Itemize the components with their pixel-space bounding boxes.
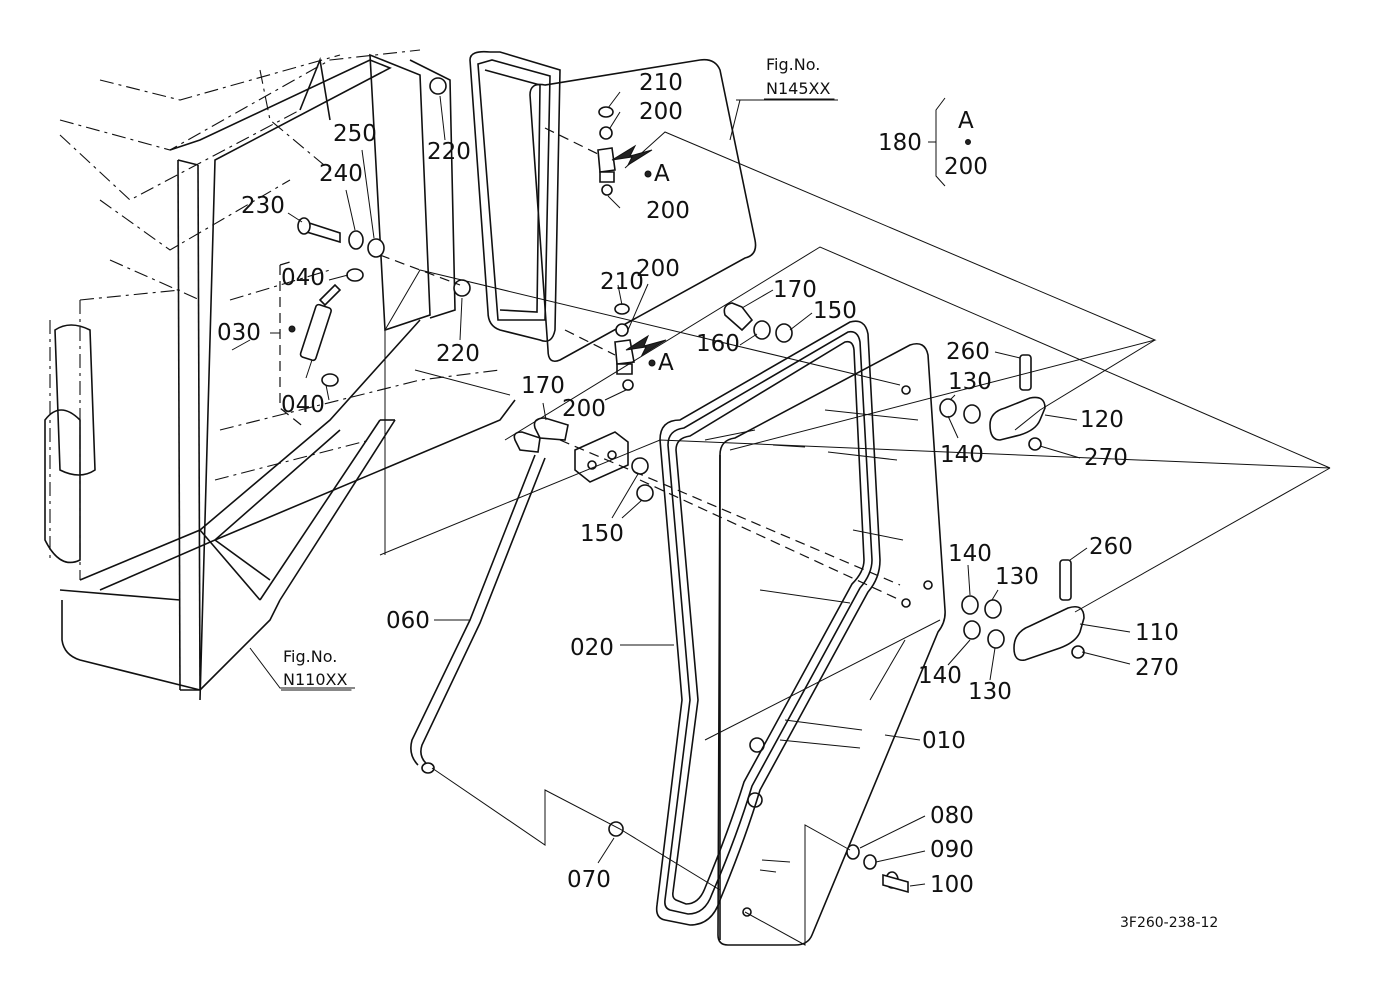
part-label-260a: 260 [946,339,990,365]
rear-window [469,50,757,363]
part-label-240: 240 [319,161,363,187]
part-label-110: 110 [1135,620,1179,646]
callout-a-lower: A [658,350,674,376]
fig-ref-top: Fig.No. N145XX [764,55,835,100]
part-label-250: 250 [333,121,377,147]
fig-ref-bottom-number: N110XX [283,670,347,689]
gas-strut-030 [279,261,364,429]
callout-a-upper: A [654,161,670,187]
part-label-140a: 140 [940,442,984,468]
fig-ref-bottom: Fig.No. N110XX [281,647,352,691]
part-label-220a: 220 [427,139,471,165]
door-glass-010 [717,342,946,946]
washers-right [723,302,1005,649]
part-label-070: 070 [567,867,611,893]
part-label-130b: 130 [995,564,1039,590]
part-label-020: 020 [570,635,614,661]
part-label-230: 230 [241,193,285,219]
part-label-150b: 150 [580,521,624,547]
part-label-040b: 040 [281,392,325,418]
part-label-130c: 130 [968,679,1012,705]
label-leaders [270,91,1131,887]
part-label-150a: 150 [813,298,857,324]
legend-bracket: 180 A 200 [878,97,988,187]
part-label-200c: 200 [636,256,680,282]
part-label-210b: 210 [600,269,644,295]
fig-ref-bottom-caption: Fig.No. [283,647,337,666]
part-label-220b: 220 [436,341,480,367]
legend-top: A [958,108,974,134]
part-label-260b: 260 [1089,534,1133,560]
part-label-080: 080 [930,803,974,829]
fig-ref-top-number: N145XX [766,79,830,98]
figure-code: 3F260-238-12 [1120,915,1218,931]
part-label-040a: 040 [281,265,325,291]
part-label-140b: 140 [948,541,992,567]
part-label-100: 100 [930,872,974,898]
fig-ref-top-caption: Fig.No. [766,55,820,74]
cab-frame [44,49,516,701]
leader-lines [231,99,1331,946]
part-label-170b: 170 [521,373,565,399]
part-label-270a: 270 [1084,445,1128,471]
part-label-060: 060 [386,608,430,634]
part-labels: 010 020 030 040 040 060 070 080 090 100 … [217,70,1179,898]
part-label-160: 160 [696,331,740,357]
handle-110 [1013,559,1085,662]
part-label-200d: 200 [562,396,606,422]
hinge-upper [597,106,616,196]
stay-060 [410,417,654,837]
legend-bottom: 200 [944,154,988,180]
part-label-270b: 270 [1135,655,1179,681]
part-label-200a: 200 [639,99,683,125]
left-fasteners [297,77,909,894]
part-label-090: 090 [930,837,974,863]
part-label-030: 030 [217,320,261,346]
part-label-120: 120 [1080,407,1124,433]
part-label-140c: 140 [918,663,962,689]
part-label-210a: 210 [639,70,683,96]
part-label-130a: 130 [948,369,992,395]
part-label-170a: 170 [773,277,817,303]
part-label-200b: 200 [646,198,690,224]
legend-main: 180 [878,130,922,156]
callout-arrows [288,139,971,367]
handle-120 [989,354,1046,451]
door-seal-020 [655,320,881,926]
part-label-010: 010 [922,728,966,754]
hinge-lower [614,303,635,391]
